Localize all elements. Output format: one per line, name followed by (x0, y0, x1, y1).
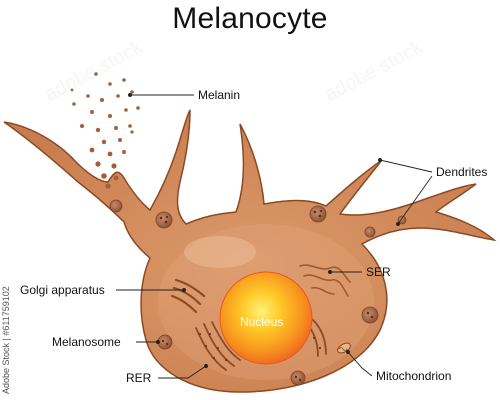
melanin-granules (70, 72, 140, 189)
golgi-apparatus (170, 278, 206, 314)
ser (299, 264, 351, 297)
stock-id: Adobe Stock | #611759102 (1, 286, 11, 394)
label-melanin: Melanin (198, 88, 240, 102)
nucleus (219, 271, 313, 365)
rer (195, 315, 327, 371)
label-mitochondrion: Mitochondrion (376, 369, 451, 383)
label-ser: SER (366, 265, 391, 279)
label-rer: RER (126, 371, 152, 385)
label-dendrites: Dendrites (436, 165, 487, 179)
label-melanosome: Melanosome (52, 335, 121, 349)
melanosomes (109, 199, 407, 386)
label-nucleus: Nucleus (240, 315, 283, 329)
label-golgi-apparatus: Golgi apparatus (20, 283, 105, 297)
diagram-title: Melanocyte (172, 2, 328, 35)
